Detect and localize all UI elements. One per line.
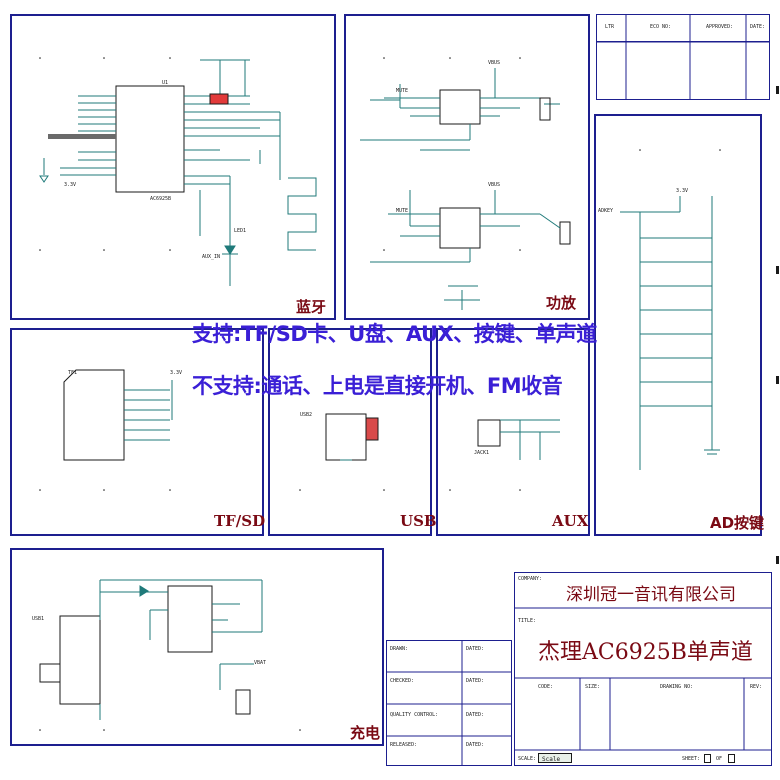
quality-control-label: QUALITY CONTROL:	[390, 712, 439, 718]
tf-sd-block	[10, 328, 264, 536]
signoff-table	[386, 640, 512, 766]
aux-in-net-label: AUX_IN	[202, 254, 221, 260]
amp-mute-label-1: MUTE	[396, 88, 409, 94]
released-dated-label: DATED:	[466, 742, 485, 748]
company-label: COMPANY:	[518, 576, 543, 582]
title-block	[514, 572, 772, 766]
scale-value: Scale	[542, 756, 561, 763]
aux-block	[436, 328, 590, 536]
drawing-no-label: DRAWING NO:	[660, 684, 694, 690]
released-label: RELEASED:	[390, 742, 418, 748]
usb1-designator: USB1	[32, 616, 45, 622]
amp-vcc-label-1: VBUS	[488, 60, 501, 66]
title-label: TITLE:	[518, 618, 537, 624]
scale-value-box	[538, 753, 572, 763]
drawn-label: DRAWN:	[390, 646, 409, 652]
scale-label: SCALE:	[518, 756, 537, 762]
bluetooth-block	[10, 14, 336, 320]
unsupported-features-note: 不支持:通话、上电是直接开机、FM收音	[192, 374, 563, 398]
code-label: CODE:	[538, 684, 554, 690]
amp-mute-label-2: MUTE	[396, 208, 409, 214]
amplifier-block	[344, 14, 590, 320]
amplifier-section-label: 功放	[546, 294, 577, 312]
rev-label: REV:	[750, 684, 763, 690]
drawing-title: 杰理AC6925B单声道	[538, 640, 753, 665]
charging-section-label: 充电	[350, 724, 381, 742]
rev-header-date: DATE:	[750, 24, 766, 30]
bluetooth-section-label: 蓝牙	[296, 298, 327, 316]
vbat-net-label: VBAT	[254, 660, 267, 666]
sheet-label: SHEET:	[682, 756, 701, 762]
rev-header-approved: APPROVED:	[706, 24, 734, 30]
ad-keys-block	[594, 114, 762, 536]
adkey-net-label: ADKEY	[598, 208, 614, 214]
adkey-vdd-label: 3.3V	[676, 188, 689, 194]
tf-sd-section-label: TF/SD	[214, 512, 266, 530]
rev-header-ltr: LTR	[605, 24, 615, 30]
vdd-net-label: 3.3V	[64, 182, 77, 188]
drawn-dated-label: DATED:	[466, 646, 485, 652]
size-label: SIZE:	[585, 684, 601, 690]
usb-block	[268, 328, 432, 536]
aux-section-label: AUX	[552, 512, 589, 530]
company-name: 深圳冠一音讯有限公司	[566, 585, 736, 605]
amp-vcc-label-2: VBUS	[488, 182, 501, 188]
supported-features-note: 支持:TF/SD卡、U盘、AUX、按键、单声道	[192, 322, 597, 346]
ad-keys-section-label: AD按键	[710, 514, 765, 532]
led-designator: LED1	[234, 228, 247, 234]
u1-part-number: AC6925B	[150, 196, 172, 202]
quality-dated-label: DATED:	[466, 712, 485, 718]
usb-section-label: USB	[400, 512, 437, 530]
rev-header-eco: ECO NO:	[650, 24, 672, 30]
sheet-number-box	[704, 754, 711, 763]
revision-table	[596, 14, 770, 100]
charging-block	[10, 548, 384, 746]
checked-dated-label: DATED:	[466, 678, 485, 684]
checked-label: CHECKED:	[390, 678, 415, 684]
of-label: OF	[716, 756, 723, 762]
u1-designator: U1	[162, 80, 169, 86]
tf-vdd-label: 3.3V	[170, 370, 183, 376]
jack-designator: JACK1	[474, 450, 490, 456]
tf1-designator: TF1	[68, 370, 78, 376]
usb2-designator: USB2	[300, 412, 313, 418]
sheet-total-box	[728, 754, 735, 763]
